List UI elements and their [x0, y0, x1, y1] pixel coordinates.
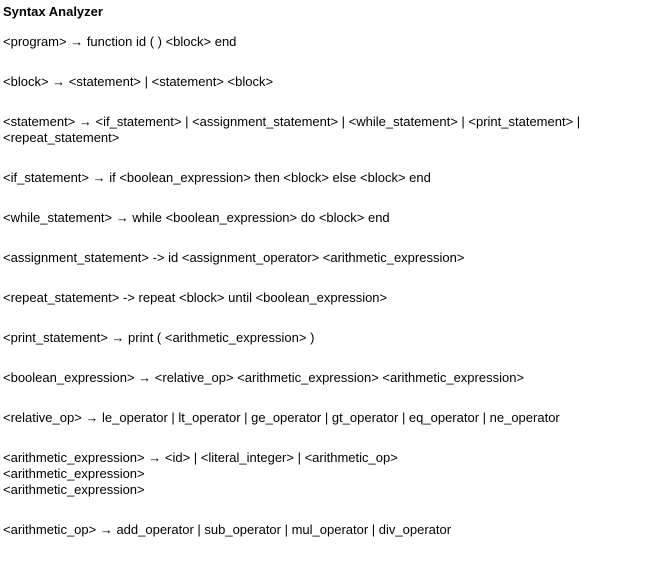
grammar-rule-statement: <statement> → <if_statement> | <assignme…	[3, 114, 584, 145]
grammar-rule-print_statement: <print_statement> → print ( <arithmetic_…	[3, 330, 315, 345]
grammar-rule-block: <block> → <statement> | <statement> <blo…	[3, 74, 274, 89]
grammar-rule-program: <program> → function id ( ) <block> end	[3, 34, 237, 49]
grammar-rule-relative_op: <relative_op> → le_operator | lt_operato…	[3, 410, 560, 425]
grammar-rule-arithmetic_expression: <arithmetic_expression> → <id> | <litera…	[3, 450, 398, 497]
grammar-rule-list: <program> → function id ( ) <block> end <…	[3, 34, 643, 538]
page-title: Syntax Analyzer	[3, 4, 103, 19]
grammar-rule-arithmetic_op: <arithmetic_op> → add_operator | sub_ope…	[3, 522, 452, 537]
grammar-rule-if_statement: <if_statement> → if <boolean_expression>…	[3, 170, 431, 185]
grammar-rule-while_statement: <while_statement> → while <boolean_expre…	[3, 210, 390, 225]
grammar-rule-boolean_expression: <boolean_expression> → <relative_op> <ar…	[3, 370, 525, 385]
grammar-rule-repeat_statement: <repeat_statement> -> repeat <block> unt…	[3, 290, 388, 305]
grammar-rule-assignment_statement: <assignment_statement> -> id <assignment…	[3, 250, 465, 265]
